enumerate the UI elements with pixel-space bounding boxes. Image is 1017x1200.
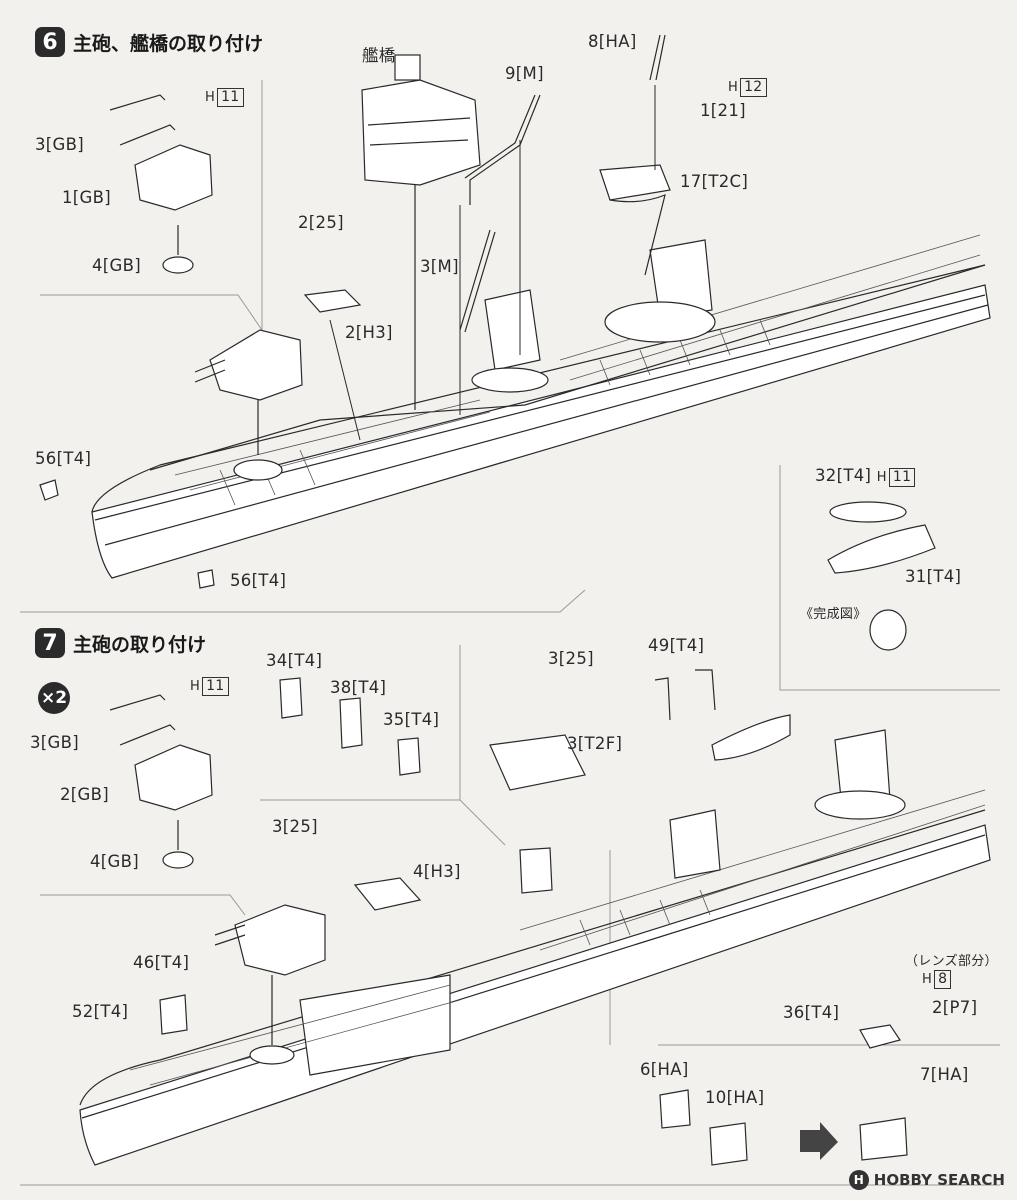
davit-step7: [654, 669, 716, 721]
block-6ha: [659, 1089, 691, 1129]
step6-title: 主砲、艦橋の取り付け: [73, 32, 264, 55]
label-3-25a: 3[25]: [548, 649, 594, 668]
label-3t2f: 3[T2F]: [567, 734, 623, 753]
label-4gb-step7: 4[GB]: [90, 852, 139, 871]
watermark-text: HOBBY SEARCH: [873, 1171, 1005, 1189]
platform-3t2f: [489, 734, 586, 791]
label-31t4: 31[T4]: [905, 567, 962, 586]
watermark: H HOBBY SEARCH: [848, 1170, 1005, 1190]
label-56t4-a: 56[T4]: [35, 449, 92, 468]
label-1-21: 1[21]: [700, 101, 746, 120]
step6-header: 6 主砲、艦橋の取り付け: [35, 27, 263, 57]
label-46t4: 46[T4]: [133, 953, 190, 972]
arrow-right-icon: [800, 1122, 838, 1160]
label-3gb: 3[GB]: [35, 135, 84, 154]
label-3gb-step7: 3[GB]: [30, 733, 79, 752]
step7-number: 7: [35, 628, 65, 658]
block-final: [859, 1117, 908, 1161]
label-3-25b: 3[25]: [272, 817, 318, 836]
label-35t4: 35[T4]: [383, 710, 440, 729]
label-bridge: 艦橋: [362, 46, 396, 65]
searchlight-36t4: [859, 1024, 901, 1049]
turret-step6: [194, 329, 303, 481]
platform-2h3: [303, 289, 362, 313]
step7-title: 主砲の取り付け: [73, 633, 207, 656]
turret-1gb: [109, 94, 213, 274]
divider-line: [20, 589, 586, 613]
divider-line: [40, 294, 263, 331]
turret-2gb: [109, 694, 213, 869]
mast-step6: [459, 34, 666, 333]
label-lens-note: （レンズ部分）: [905, 954, 998, 969]
label-34t4: 34[T4]: [266, 651, 323, 670]
label-56t4-b: 56[T4]: [230, 571, 287, 590]
label-9m: 9[M]: [505, 64, 544, 83]
label-2gb: 2[GB]: [60, 785, 109, 804]
label-2-25: 2[25]: [298, 213, 344, 232]
ship-hull-step7: [79, 809, 991, 1166]
block-10ha: [709, 1122, 748, 1166]
divider-line: [779, 465, 1000, 691]
block-3t2f: [519, 847, 553, 894]
turret-step7: [214, 904, 326, 1065]
label-7ha: 7[HA]: [920, 1065, 969, 1084]
step7-header: 7 主砲の取り付け: [35, 628, 206, 658]
label-2p7: 2[P7]: [932, 998, 978, 1017]
anchor-step6: [197, 569, 215, 589]
divider-line: [40, 894, 246, 916]
label-6ha: 6[HA]: [640, 1060, 689, 1079]
label-8ha: 8[HA]: [588, 32, 637, 51]
platform-4h3: [353, 877, 422, 911]
funnel-step6: [471, 239, 716, 393]
rack-52t4: [159, 994, 188, 1035]
bridge-step6: [361, 54, 481, 410]
label-36t4: 36[T4]: [783, 1003, 840, 1022]
ship-hull-step6: [91, 264, 991, 579]
block-35t4: [397, 737, 421, 776]
step6-number: 6: [35, 27, 65, 57]
label-1gb: 1[GB]: [62, 188, 111, 207]
block-38t4: [339, 697, 363, 749]
label-49t4: 49[T4]: [648, 636, 705, 655]
label-4gb: 4[GB]: [92, 256, 141, 275]
label-2h3: 2[H3]: [345, 323, 393, 342]
label-10ha: 10[HA]: [705, 1088, 765, 1107]
label-52t4: 52[T4]: [72, 1002, 129, 1021]
label-4h3: 4[H3]: [413, 862, 461, 881]
platform-step6: [599, 164, 671, 201]
block-34t4: [279, 677, 303, 719]
anchor-step6: [39, 479, 59, 501]
hobby-search-logo-icon: H: [848, 1170, 869, 1190]
boat-step6: [827, 501, 936, 651]
label-completed: 《完成図》: [800, 607, 867, 622]
funnel-step7: [669, 729, 906, 879]
label-38t4: 38[T4]: [330, 678, 387, 697]
label-17t2c: 17[T2C]: [680, 172, 749, 191]
multiplier-badge: ×2: [38, 682, 70, 714]
label-3m: 3[M]: [420, 257, 459, 276]
boat-step7: [711, 714, 791, 761]
